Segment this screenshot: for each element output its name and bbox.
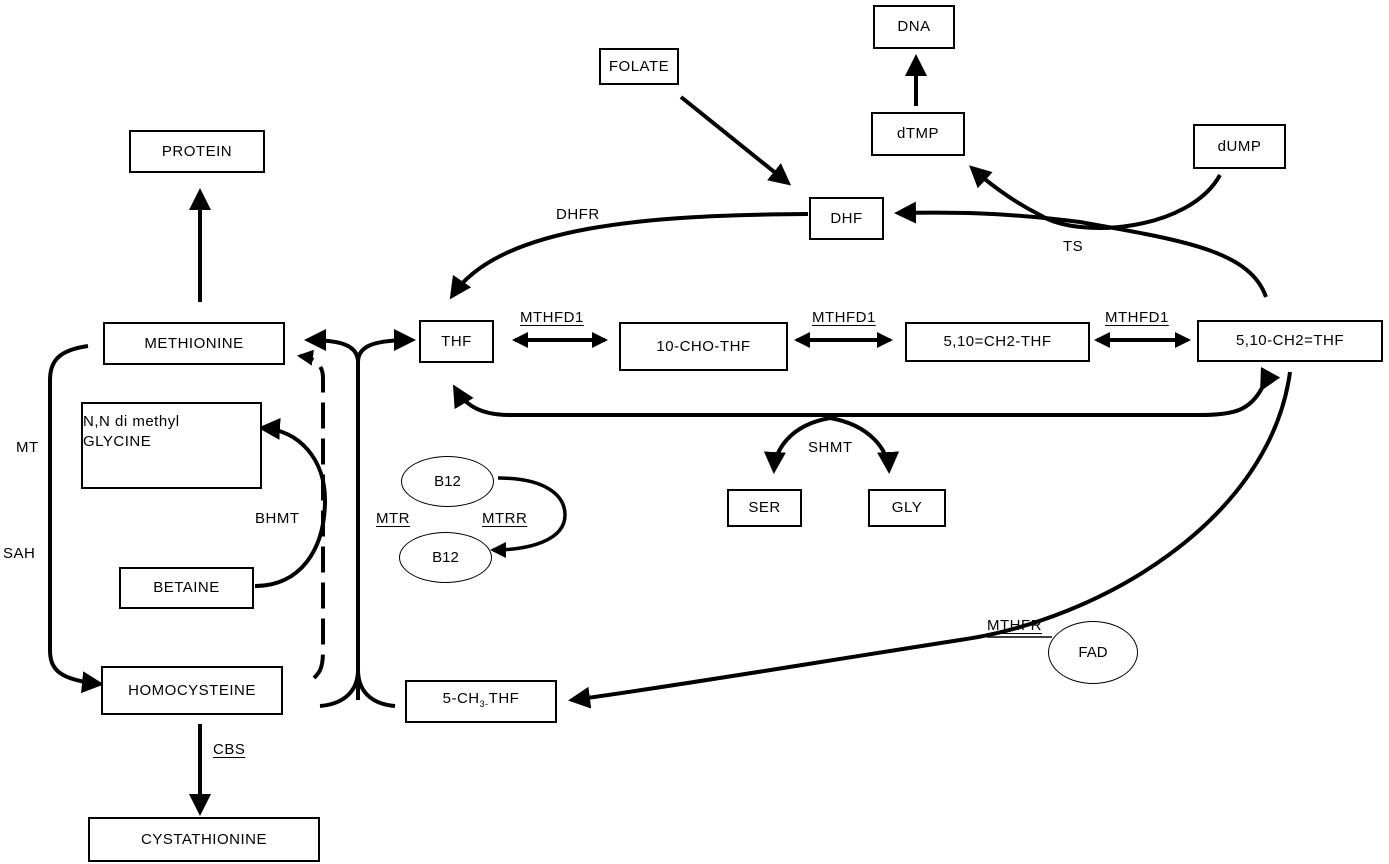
node-cystathionine: CYSTATHIONINE <box>88 817 320 862</box>
node-ser: SER <box>727 489 802 527</box>
enzyme-mthfr: MTHFR <box>987 617 1042 634</box>
node-methionine: METHIONINE <box>103 322 285 365</box>
node-gly: GLY <box>868 489 946 527</box>
node-cystathionine-label: CYSTATHIONINE <box>141 830 267 848</box>
node-dump: dUMP <box>1193 124 1286 169</box>
node-methionine-label: METHIONINE <box>144 334 244 352</box>
arrow-betaine-to-dmg <box>254 417 328 588</box>
node-folate: FOLATE <box>599 48 679 85</box>
node-protein-label: PROTEIN <box>161 142 233 160</box>
node-dimethylglycine-line1: N,N di methyl <box>83 413 180 430</box>
enzyme-cbs: CBS <box>213 741 246 758</box>
node-gly-label: GLY <box>891 499 923 516</box>
arrow-mtr-to-thf <box>356 329 416 363</box>
enzyme-mt: MT <box>16 439 39 456</box>
enzyme-shmt: SHMT <box>808 439 853 456</box>
node-10-cho-thf-label: 10-CHO-THF <box>656 337 751 355</box>
arrow-mtr-from-methylthf <box>356 669 396 708</box>
node-dimethylglycine-line2: GLYCINE <box>83 433 152 450</box>
node-5-methyl-thf-prefix: 5-CH <box>442 690 480 707</box>
enzyme-mthfd1-2: MTHFD1 <box>812 309 876 326</box>
node-homocysteine-label: HOMOCYSTEINE <box>128 681 256 699</box>
cofactor-b12-top-label: B12 <box>434 473 461 490</box>
cofactor-fad: FAD <box>1048 621 1138 684</box>
enzyme-bhmt: BHMT <box>255 510 300 527</box>
arrow-folate-to-dhf <box>679 95 792 186</box>
node-5-10-ch2-thf-b-label: 5,10-CH2=THF <box>1235 332 1345 349</box>
node-betaine-label: BETAINE <box>153 579 220 596</box>
enzyme-mthfd1-3: MTHFD1 <box>1105 309 1169 326</box>
arrow-dhf-to-thf <box>449 212 809 300</box>
arrow-methionine-to-homocysteine <box>48 344 104 694</box>
arrow-mtrr-b12 <box>490 476 567 558</box>
node-dump-label: dUMP <box>1217 137 1262 155</box>
enzyme-mthfd1-1: MTHFD1 <box>520 309 584 326</box>
node-5-methyl-thf-suffix: THF <box>488 690 520 707</box>
node-5-10-ch2-thf-b: 5,10-CH2=THF <box>1197 320 1383 362</box>
node-5-10-ch2-thf-a-label: 5,10=CH2-THF <box>943 333 1052 350</box>
enzyme-mtrr: MTRR <box>482 510 528 527</box>
node-dna-label: DNA <box>897 18 931 35</box>
arrow-shmt-to-gly <box>829 416 900 474</box>
arrow-ch2thf-to-methylthf <box>568 371 1292 709</box>
node-thf-label: THF <box>441 332 472 350</box>
node-dimethylglycine: N,N di methyl GLYCINE <box>81 402 262 489</box>
node-protein: PROTEIN <box>129 130 265 173</box>
node-10-cho-thf: 10-CHO-THF <box>619 322 788 371</box>
node-5-methyl-thf-label: 5-CH3-THF <box>443 689 520 714</box>
node-dtmp: dTMP <box>871 112 965 156</box>
enzyme-mtr: MTR <box>376 510 410 527</box>
node-homocysteine: HOMOCYSTEINE <box>101 666 283 715</box>
cofactor-fad-label: FAD <box>1078 644 1108 661</box>
node-dna: DNA <box>873 5 955 49</box>
node-dhf: DHF <box>809 197 884 240</box>
enzyme-sah: SAH <box>3 545 36 562</box>
cofactor-b12-bottom: B12 <box>399 532 492 583</box>
arrow-dump-to-dtmp <box>969 165 1222 230</box>
arrow-shmt-to-ser <box>763 416 831 474</box>
node-folate-label: FOLATE <box>608 57 670 75</box>
node-dtmp-label: dTMP <box>896 125 939 142</box>
node-thf: THF <box>419 320 494 363</box>
arrow-dashed-homocysteine-to-methionine <box>297 349 325 680</box>
cofactor-b12-top: B12 <box>401 456 494 507</box>
enzyme-dhfr: DHFR <box>556 206 600 223</box>
node-betaine: BETAINE <box>119 567 254 609</box>
node-5-methyl-thf: 5-CH3-THF <box>405 680 557 723</box>
enzyme-ts: TS <box>1063 238 1084 255</box>
node-5-10-ch2-thf-a: 5,10=CH2-THF <box>905 322 1090 362</box>
arrow-thf-shmt-ch2thf <box>452 366 1281 417</box>
node-dhf-label: DHF <box>830 209 863 227</box>
arrow-ch2thf-to-dhf <box>894 201 1268 298</box>
node-ser-label: SER <box>748 499 781 516</box>
arrow-mtr-to-methionine <box>304 329 360 363</box>
arrow-mtr-from-homocysteine <box>319 669 360 708</box>
node-5-methyl-thf-subscript: 3- <box>479 699 489 709</box>
cofactor-b12-bottom-label: B12 <box>432 549 459 566</box>
